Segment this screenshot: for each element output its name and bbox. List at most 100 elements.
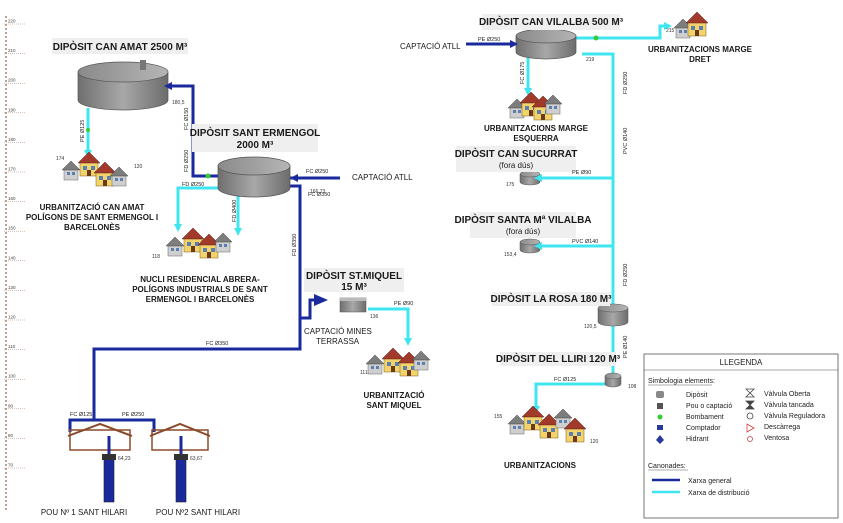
captacio-atll-mid: CAPTACIÓ ATLL: [352, 173, 413, 182]
axis-tick-label: 170: [8, 167, 16, 172]
label-urbanitzacions: URBANITZACIONS: [504, 461, 577, 470]
captacio-mines-line2: TERRASSA: [316, 337, 360, 346]
axis-tick-label: 220: [8, 19, 16, 24]
label-marge-dret-2: DRET: [689, 55, 711, 64]
meter-symbol-icon: [657, 425, 663, 430]
legend-right-4: Ventosa: [764, 435, 789, 442]
label-abrera: NUCLI RESIDENCIAL ABRERA-: [140, 275, 260, 284]
level-can-amat: 180,5: [172, 100, 185, 106]
axis-tick-label: 110: [8, 344, 16, 349]
tank-can-sucurrat: [519, 170, 541, 186]
tank-can-vilalba: [515, 28, 577, 60]
pipe-miquel-riser: [300, 298, 314, 320]
label-marge-esquerra-2: ESQUERRA: [513, 134, 559, 143]
tank-can-amat-title: DIPÒSIT CAN AMAT 2500 M³: [53, 40, 188, 53]
level-can-sucurrat: 175: [506, 182, 515, 188]
legend-title: LLEGENDA: [720, 358, 763, 367]
label-can-amat: URBANITZACIÓ CAN AMAT: [40, 203, 145, 212]
label-can-amat-3: BARCELONÈS: [64, 223, 121, 232]
pipe-label-pe140-lliri: PE Ø140: [623, 336, 629, 358]
pipe-label-fc250-se: FC Ø250: [306, 169, 328, 175]
legend-right-0: Vàlvula Oberta: [764, 391, 810, 398]
valve-open-icon: [745, 388, 755, 398]
tank-la-rosa-title: DIPÒSIT LA ROSA 180 M³: [491, 292, 613, 305]
axis-tick-label: 80: [8, 433, 14, 438]
level-st-miquel: 136: [370, 314, 379, 320]
axis-tick-label: 150: [8, 226, 16, 231]
level-del-lliri: 108: [628, 384, 637, 390]
pump-icon: [86, 128, 90, 132]
label-can-amat-2: POLÍGONS DE SANT ERMENGOL I: [26, 213, 158, 222]
label-marge-dret: URBANITZACIONS MARGE: [648, 45, 753, 54]
label-sant-miquel-2: SANT MIQUEL: [366, 401, 421, 410]
captacio-atll-top: CAPTACIÓ ATLL: [400, 42, 461, 51]
pipe-label-fd250-right: FD Ø250: [623, 72, 629, 94]
legend-elements-heading: Simbologia elements:: [648, 378, 715, 385]
legend: LLEGENDA Simbologia elements: Dipòsit Po…: [643, 353, 839, 519]
captacio-mines: CAPTACIÓ MINES: [304, 327, 372, 336]
label-pou-1: POU Nº 1 SANT HILARI: [41, 508, 127, 517]
legend-right-1: Vàlvula tancada: [764, 402, 814, 409]
valve-closed-icon: [745, 400, 755, 410]
legend-right-2: Vàlvula Reguladora: [764, 413, 825, 420]
axis-tick-label: 100: [8, 374, 16, 379]
label-abrera-3: ERMENGOL I BARCELONÈS: [146, 295, 255, 304]
tank-sant-ermengol-capacity: 2000 M³: [237, 140, 274, 151]
level-pou-2: 63,67: [190, 456, 203, 462]
tank-santa-m-vilalba-title: DIPÒSIT SANTA Mª VILALBA: [454, 213, 591, 226]
pipe-label-pe250-pou: PE Ø250: [122, 412, 144, 418]
tank-santa-m-vilalba-status: (fora dús): [506, 227, 541, 236]
pipe-label-fd400: FD Ø400: [232, 200, 238, 222]
pipe-fc125-lliri: [534, 382, 613, 410]
tank-st-miquel: [339, 297, 367, 313]
legend-pipe-1: Xarxa de distribució: [688, 490, 750, 497]
axis-tick-label: 70: [8, 463, 14, 468]
pipe-label-pe250-top: PE Ø250: [478, 37, 500, 43]
level-house-sant-miquel: 111: [360, 370, 368, 376]
legend-left-1: Pou o captació: [686, 403, 732, 410]
elevation-axis: 2202102001901801701601501401301201101009…: [4, 16, 26, 510]
legend-left-0: Dipòsit: [686, 392, 707, 399]
houses-abrera: [165, 227, 233, 259]
axis-tick-label: 200: [8, 78, 16, 83]
captacio-mines-marker: [314, 294, 328, 306]
axis-tick-label: 120: [8, 315, 16, 320]
houses-marge-esquerra: [507, 91, 563, 121]
pipe-label-fc125-lliri: FC Ø125: [554, 377, 576, 383]
pipe-label-fc350-bottom: FC Ø350: [206, 341, 228, 347]
houses-urbanitzacions: [507, 405, 587, 443]
air-vent-icon: [747, 436, 753, 442]
tank-sant-ermengol: [217, 156, 291, 198]
well-symbol-icon: [657, 403, 663, 409]
level-santa-m-vilalba: 153,4: [504, 252, 517, 258]
label-sant-miquel: URBANITZACIÓ: [364, 391, 425, 400]
houses-sant-miquel: [365, 347, 431, 377]
tank-st-miquel-capacity: 15 M³: [341, 282, 367, 293]
legend-right-3: Descàrrega: [764, 424, 800, 431]
pump-icon: [205, 173, 211, 179]
level-can-vilalba: 219: [586, 57, 595, 63]
tank-la-rosa: [597, 303, 629, 327]
level-house-marge-dret: 215: [666, 28, 675, 34]
pipe-fd250-right: [582, 52, 615, 378]
legend-pipes-heading: Canonades:: [648, 463, 686, 470]
tank-del-lliri: [604, 372, 622, 388]
pipe-pe250-pou: [94, 418, 156, 432]
pipe-label-pe125-amat: PE Ø125: [80, 120, 86, 142]
legend-left-4: Hidrant: [686, 436, 709, 443]
legend-left-2: Bombament: [686, 414, 724, 421]
hydrant-symbol-icon: [656, 435, 664, 444]
legend-left-3: Comptador: [686, 425, 721, 432]
tank-can-sucurrat-status: (fora dús): [499, 161, 534, 170]
tank-del-lliri-title: DIPÒSIT DEL LLIRI 120 M³: [496, 352, 621, 365]
pipe-label-fd250-a: FD Ø250: [184, 150, 190, 172]
level-house-can-amat-b: 120: [134, 164, 143, 170]
axis-tick-label: 90: [8, 403, 14, 408]
pipe-label-fd350-v: FD Ø350: [292, 234, 298, 256]
tank-sant-ermengol-title: DIPÒSIT SANT ERMENGOL: [190, 126, 321, 139]
houses-marge-dret: [673, 11, 709, 39]
level-house-urb-b: 120: [590, 439, 599, 445]
pipe-label-fc150-amat: FC Ø150: [184, 108, 190, 130]
